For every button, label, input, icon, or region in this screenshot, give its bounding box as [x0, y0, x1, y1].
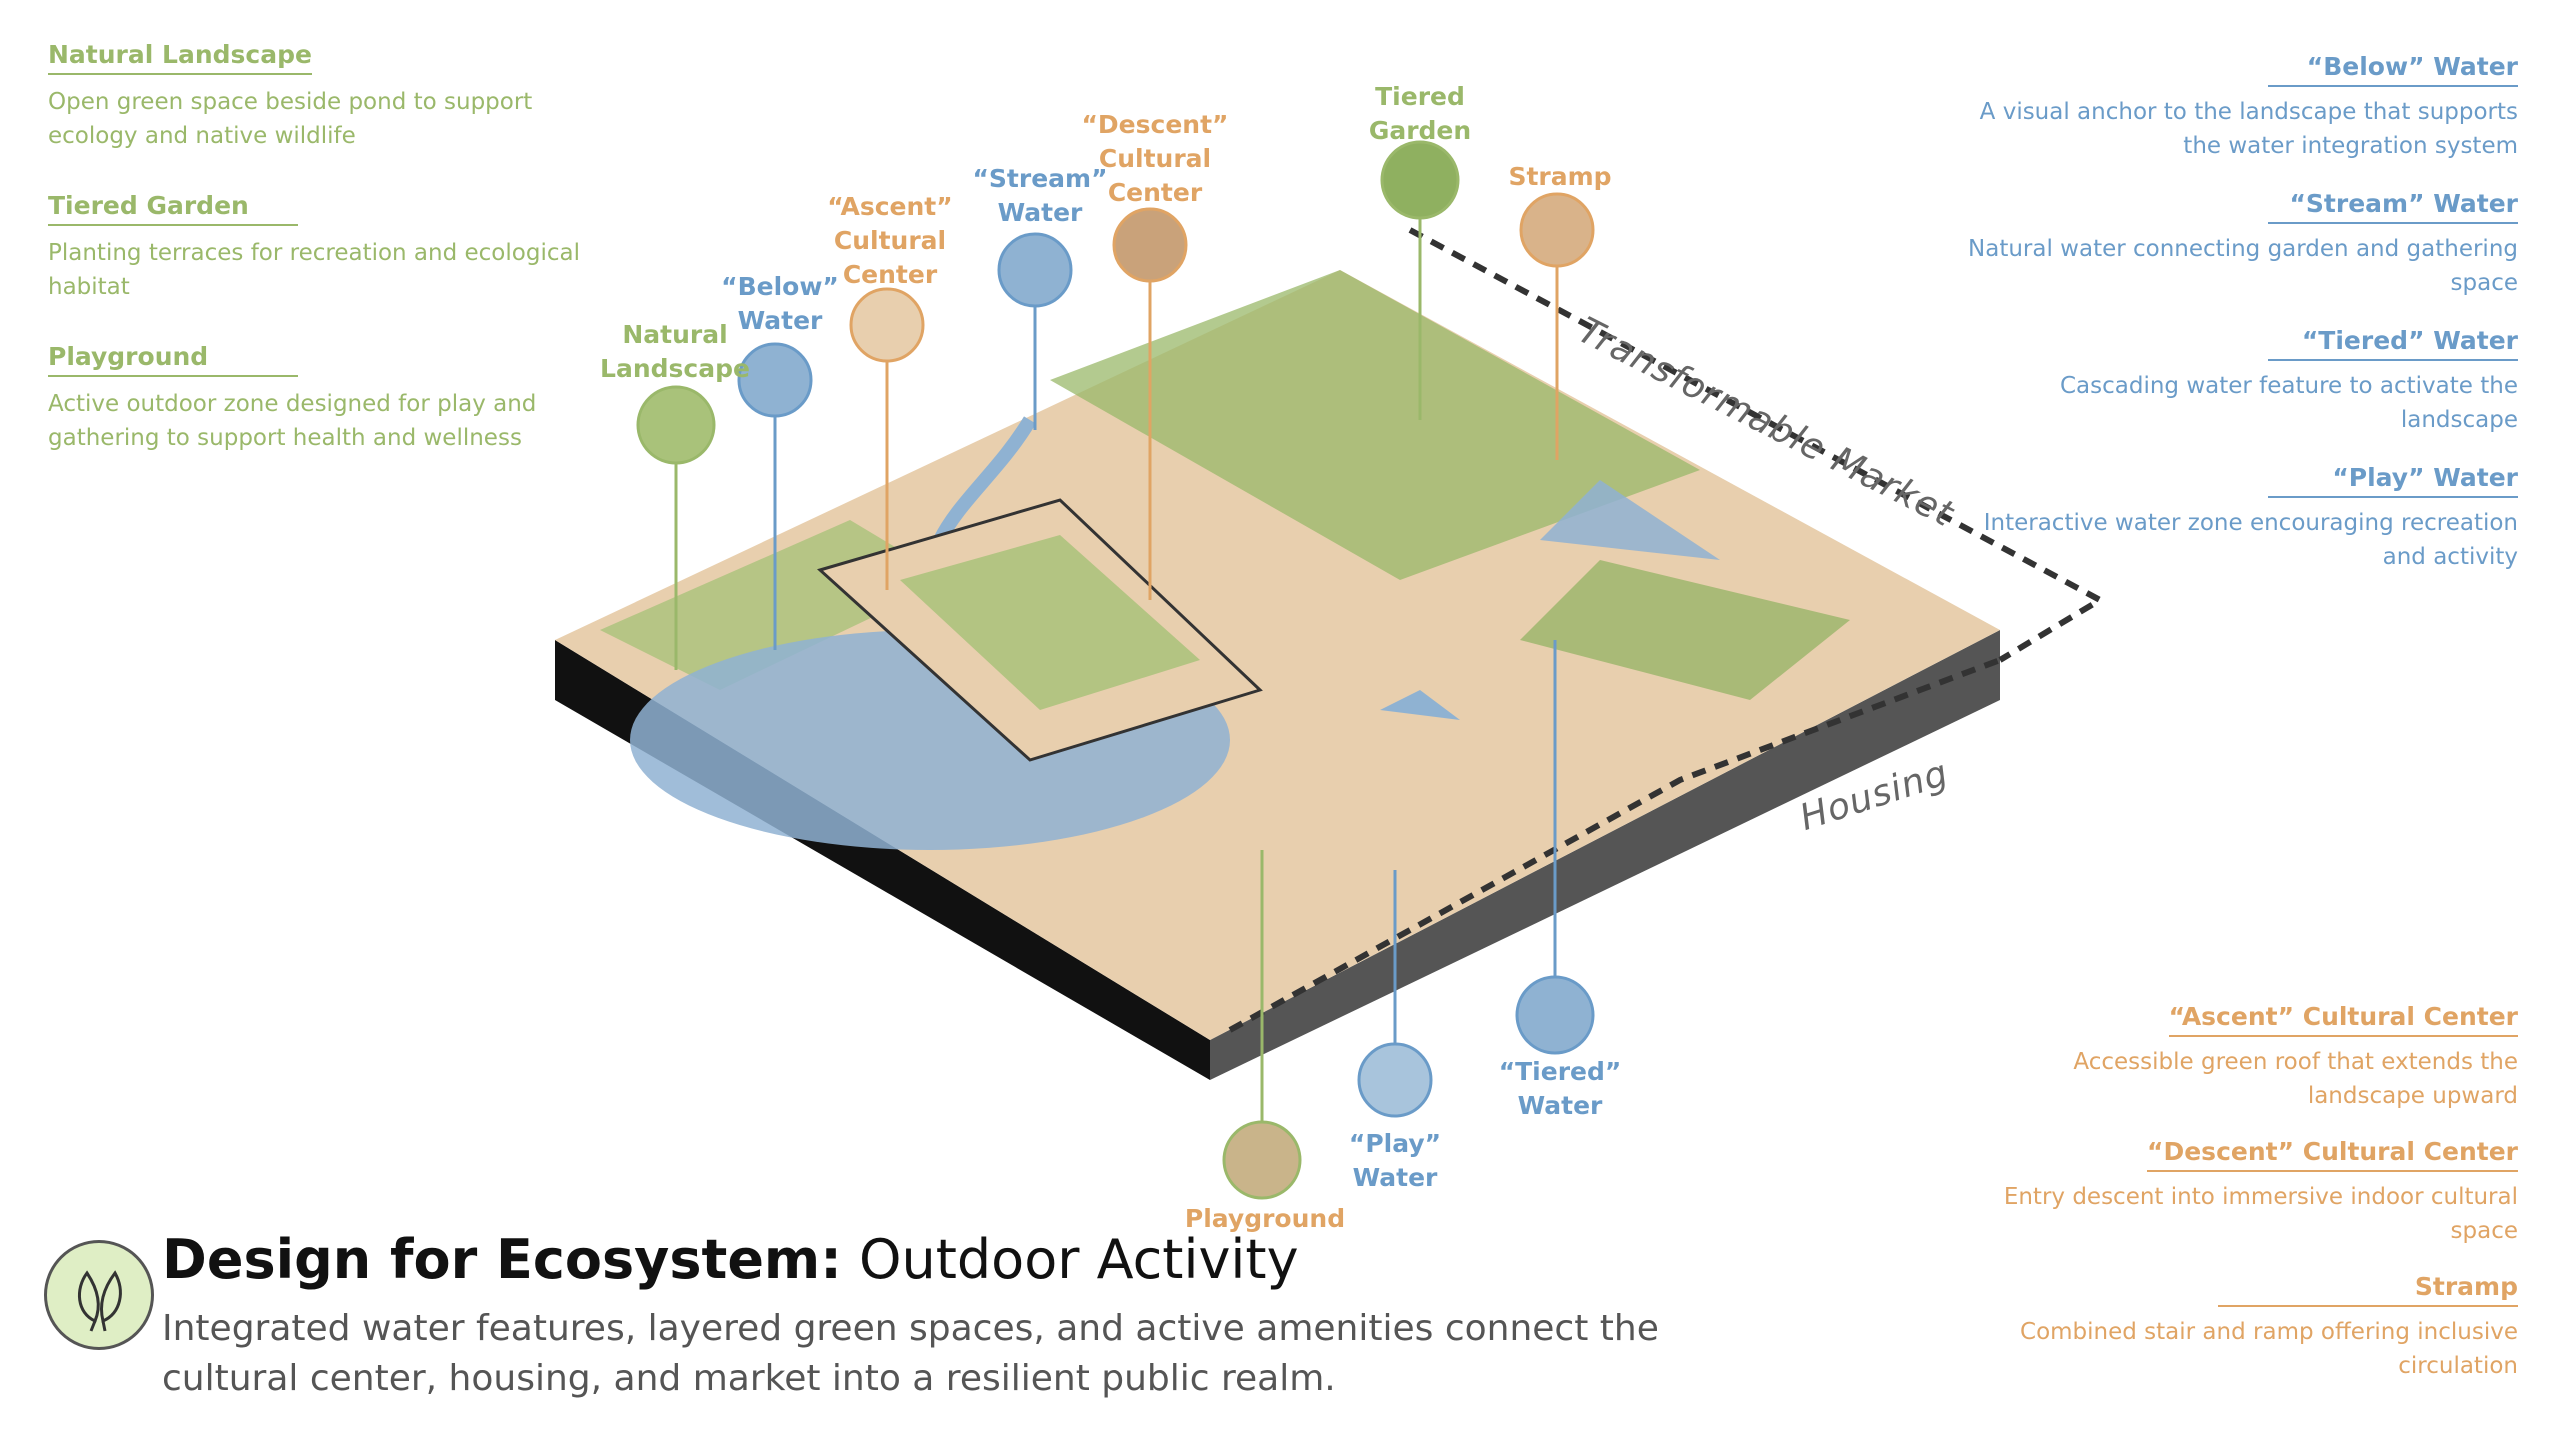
tiered-water-basin — [1540, 480, 1720, 560]
callout-tiered-water: “Tiered” Water — [1498, 1057, 1622, 1120]
legend-landscape: Natural Landscape Open green space besid… — [48, 40, 608, 493]
thumb-below-water — [737, 342, 813, 418]
legend-desc: Planting terraces for recreation and eco… — [48, 240, 580, 300]
legend-title: Natural Landscape — [48, 40, 312, 75]
leaf-icon — [78, 1270, 122, 1332]
legend-desc: Natural water connecting garden and gath… — [1968, 236, 2518, 296]
thumb-ascent-center — [849, 287, 925, 363]
title-bold: Design for Ecosystem: — [162, 1228, 842, 1291]
page-title: Design for Ecosystem: Outdoor Activity — [162, 1228, 1299, 1291]
legend-item-play-water: “Play” Water Interactive water zone enco… — [1958, 463, 2518, 574]
thumb-playground — [1222, 1120, 1302, 1200]
legend-desc: Open green space beside pond to support … — [48, 89, 533, 149]
housing-boundary — [1228, 657, 2002, 1033]
legend-desc: Combined stair and ramp offering inclusi… — [2020, 1319, 2518, 1379]
legend-item-ascent-center: “Ascent” Cultural Center Accessible gree… — [1958, 1002, 2518, 1113]
legend-title: “Play” Water — [2268, 463, 2518, 498]
site-section-right — [1210, 630, 2000, 1080]
legend-title: Tiered Garden — [48, 191, 298, 226]
legend-item-natural-landscape: Natural Landscape Open green space besid… — [48, 40, 608, 153]
cultural-center-green-roof — [900, 535, 1200, 710]
thumb-play-water — [1357, 1042, 1433, 1118]
callout-natural-landscape: Natural Landscape — [600, 320, 750, 383]
page-subtitle: Integrated water features, layered green… — [162, 1308, 1659, 1399]
thumb-descent-center — [1112, 207, 1188, 283]
legend-water: “Below” Water A visual anchor to the lan… — [1958, 52, 2518, 600]
play-water-basin — [1380, 690, 1460, 720]
thumb-stream-water — [997, 232, 1073, 308]
legend-title: Playground — [48, 342, 298, 377]
thumb-natural-landscape — [636, 385, 716, 465]
leaf-logo-icon — [44, 1240, 154, 1350]
callout-playground: Playground — [1184, 1204, 1346, 1233]
thumb-stramp — [1519, 192, 1595, 268]
legend-title: “Tiered” Water — [2268, 326, 2518, 361]
callout-ascent-center: “Ascent” Cultural Center — [827, 192, 953, 289]
legend-desc: Accessible green roof that extends the l… — [2073, 1049, 2518, 1109]
callout-stream-water: “Stream” Water — [972, 164, 1108, 227]
green-area-east — [1520, 560, 1850, 700]
legend-desc: Entry descent into immersive indoor cult… — [2003, 1184, 2518, 1244]
legend-desc: Interactive water zone encouraging recre… — [1983, 510, 2518, 570]
green-area-north — [1050, 270, 1700, 580]
legend-item-descent-center: “Descent” Cultural Center Entry descent … — [1958, 1137, 2518, 1248]
legend-title: “Descent” Cultural Center — [2147, 1137, 2518, 1172]
thumb-tiered-garden — [1380, 140, 1460, 220]
callout-tiered-garden: Tiered Garden — [1368, 82, 1472, 145]
legend-item-tiered-water: “Tiered” Water Cascading water feature t… — [1958, 326, 2518, 437]
legend-desc: Cascading water feature to activate the … — [2059, 373, 2518, 433]
thumb-tiered-water — [1515, 975, 1595, 1055]
legend-item-tiered-garden: Tiered Garden Planting terraces for recr… — [48, 191, 608, 304]
legend-item-stramp: Stramp Combined stair and ramp offering … — [1958, 1272, 2518, 1383]
callout-play-water: “Play” Water — [1348, 1129, 1442, 1192]
legend-desc: Active outdoor zone designed for play an… — [48, 391, 537, 451]
legend-item-below-water: “Below” Water A visual anchor to the lan… — [1958, 52, 2518, 163]
legend-item-playground: Playground Active outdoor zone designed … — [48, 342, 608, 455]
legend-item-stream-water: “Stream” Water Natural water connecting … — [1958, 189, 2518, 300]
title-rest: Outdoor Activity — [841, 1228, 1299, 1291]
legend-title: “Ascent” Cultural Center — [2168, 1002, 2518, 1037]
callout-stramp: Stramp — [1508, 162, 1612, 191]
callout-descent-center: “Descent” Cultural Center — [1081, 110, 1229, 207]
legend-circulation: “Ascent” Cultural Center Accessible gree… — [1958, 1002, 2518, 1407]
legend-desc: A visual anchor to the landscape that su… — [1979, 99, 2518, 159]
callout-below-water: “Below” Water — [721, 272, 839, 335]
legend-title: “Below” Water — [2268, 52, 2518, 87]
stream-water — [933, 416, 1037, 544]
legend-title: “Stream” Water — [2268, 189, 2518, 224]
legend-title: Stramp — [2218, 1272, 2518, 1307]
